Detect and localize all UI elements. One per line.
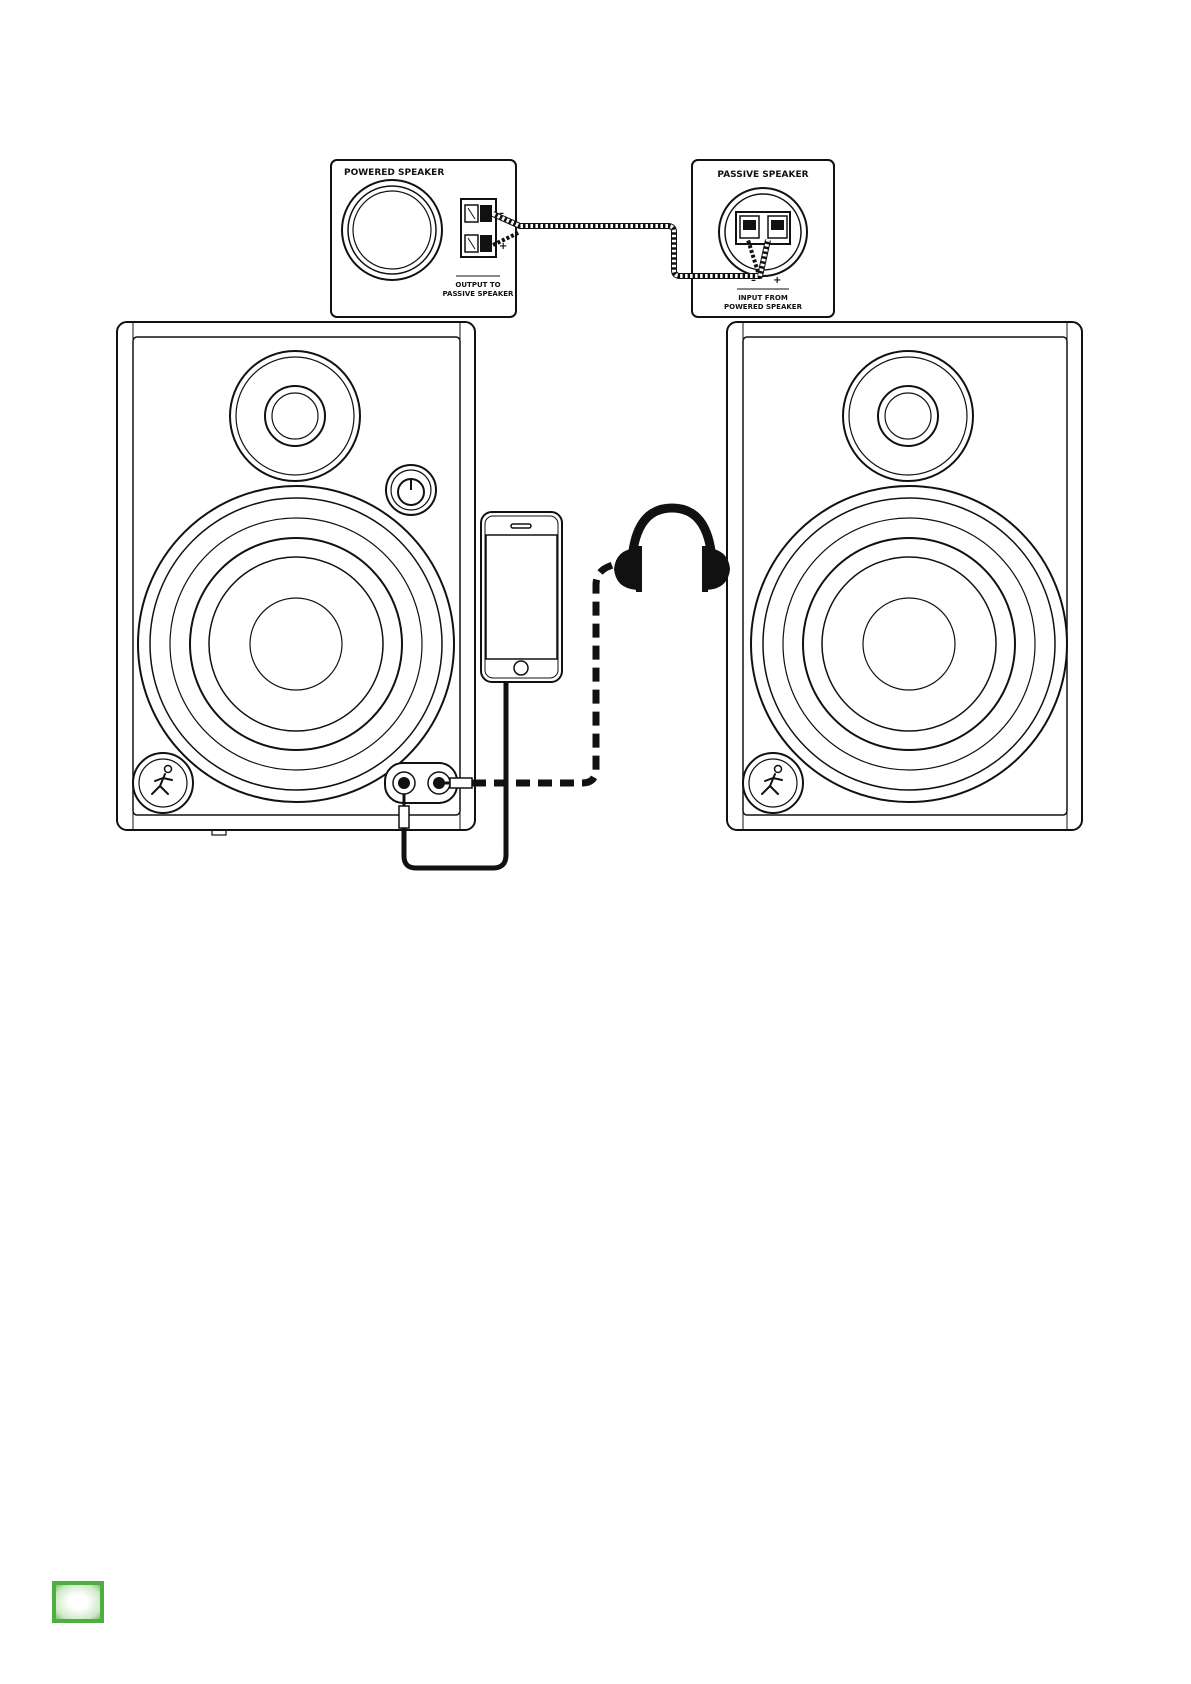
powered-speaker-inset: POWERED SPEAKER – + OUTPUT TO PASSIVE SP… — [331, 160, 516, 317]
passive-speaker-cabinet — [727, 322, 1082, 830]
powered-inset-title: POWERED SPEAKER — [344, 168, 444, 178]
volume-power-knob — [386, 465, 436, 515]
output-caption-line2: PASSIVE SPEAKER — [443, 290, 514, 298]
passive-speaker-inset: PASSIVE SPEAKER – + INPUT FROM POWERED S… — [692, 160, 834, 317]
smartphone-icon — [481, 512, 562, 682]
input-caption-line2: POWERED SPEAKER — [724, 303, 803, 311]
running-man-logo — [133, 753, 193, 813]
passive-woofer — [751, 486, 1067, 802]
woofer — [138, 486, 454, 802]
passive-running-man-logo — [743, 753, 803, 813]
binding-post-terminal-output — [461, 199, 496, 257]
output-caption-line1: OUTPUT TO — [455, 281, 500, 289]
input-caption-line1: INPUT FROM — [738, 294, 788, 302]
powered-speaker-cabinet — [117, 322, 475, 835]
input-plus-sign: + — [773, 275, 781, 286]
passive-tweeter — [843, 351, 973, 481]
tweeter — [230, 351, 360, 481]
headphones-icon — [614, 508, 730, 592]
passive-inset-title: PASSIVE SPEAKER — [717, 170, 808, 180]
page-number-box — [52, 1581, 104, 1623]
